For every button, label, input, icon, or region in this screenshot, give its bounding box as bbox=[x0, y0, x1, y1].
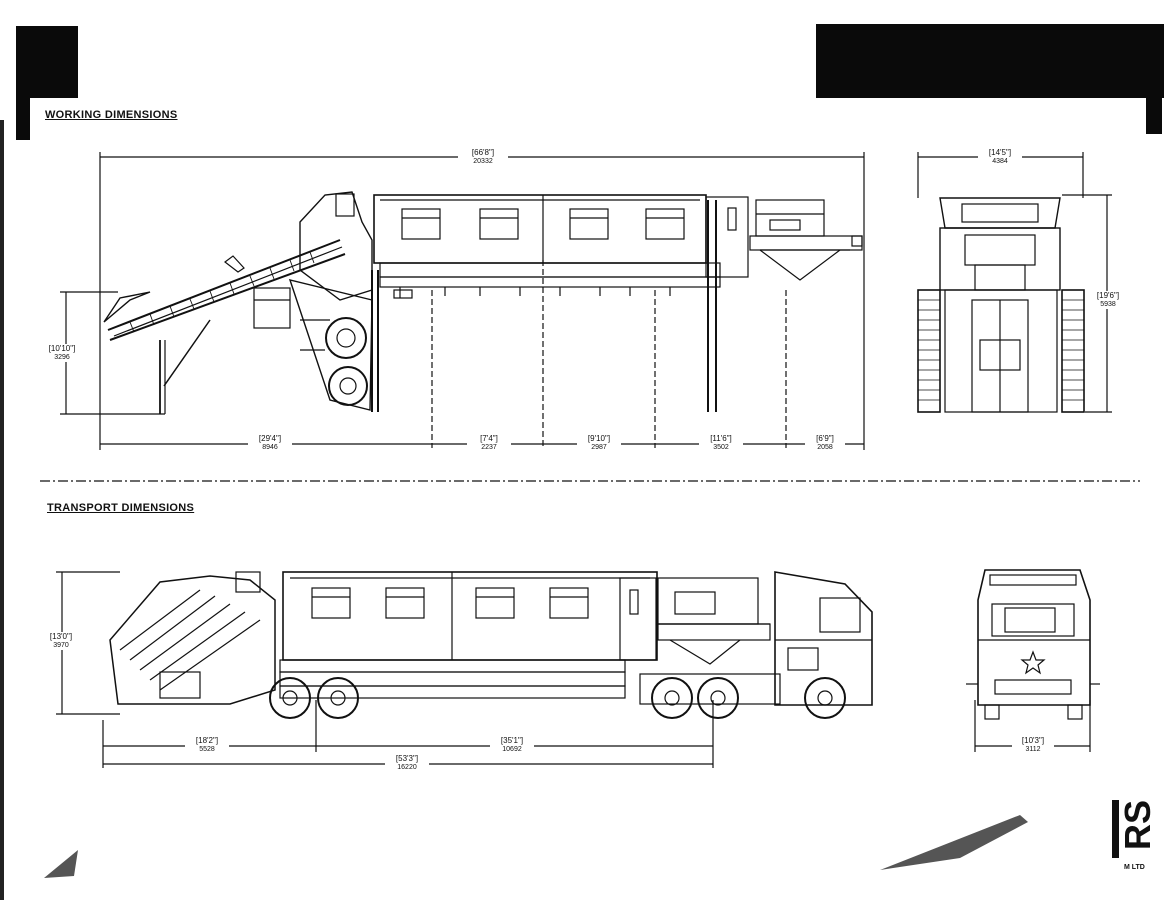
corner-mark-left-bar bbox=[16, 26, 30, 140]
dim-working-length: [66'8"] 20332 bbox=[458, 148, 508, 166]
dim-working-seg5: [6'9"] 2058 bbox=[805, 434, 845, 452]
transport-end-view bbox=[966, 569, 1100, 752]
logo-subtext: M LTD bbox=[1124, 864, 1145, 871]
transport-dimensions-heading: TRANSPORT DIMENSIONS bbox=[47, 502, 195, 514]
dim-transport-seg1: [18'2"] 5528 bbox=[185, 736, 229, 754]
dim-working-seg4: [11'6"] 3502 bbox=[699, 434, 743, 452]
dim-transport-length: [53'3"] 16220 bbox=[385, 754, 429, 772]
company-logo: RS bbox=[1112, 800, 1158, 858]
dim-transport-end-width: [10'3"] 3112 bbox=[1012, 736, 1054, 754]
title-block-black bbox=[816, 24, 1164, 98]
dim-transport-height: [13'0"] 3970 bbox=[40, 632, 82, 650]
dim-working-seg2: [7'4"] 2237 bbox=[467, 434, 511, 452]
working-dimensions-heading: WORKING DIMENSIONS bbox=[45, 109, 178, 121]
working-side-view bbox=[60, 152, 865, 450]
dim-working-height: [10'10"] 3296 bbox=[40, 344, 84, 362]
scan-artifacts bbox=[44, 815, 1028, 878]
dim-transport-seg2: [35'1"] 10692 bbox=[490, 736, 534, 754]
page-left-edge bbox=[0, 120, 4, 900]
dim-working-seg3: [9'10"] 2987 bbox=[577, 434, 621, 452]
dim-working-end-height: [19'6"] 5938 bbox=[1088, 291, 1128, 309]
dim-working-seg1: [29'4"] 8946 bbox=[248, 434, 292, 452]
title-block-right-bar bbox=[1146, 24, 1162, 134]
transport-side-view bbox=[56, 571, 873, 768]
working-end-view bbox=[917, 152, 1112, 413]
dim-working-end-width: [14'5"] 4384 bbox=[978, 148, 1022, 166]
logo-text: RS bbox=[1117, 800, 1158, 850]
